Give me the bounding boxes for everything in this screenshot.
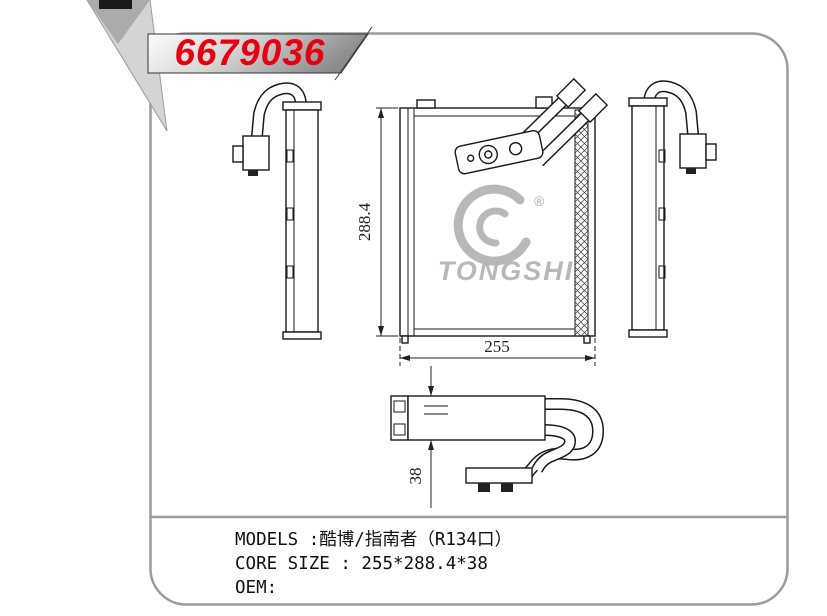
page-fold: [86, 0, 168, 132]
left-fitting-tab: [232, 145, 244, 163]
top-view-pipe-b-inner: [532, 425, 575, 473]
port-hole: [466, 154, 475, 162]
top-view-port-square: [393, 423, 406, 436]
right-pipe-fitting: [679, 133, 707, 169]
left-pipe-fitting: [242, 135, 270, 171]
port-bracket: [454, 129, 544, 175]
arrow-left-icon: [400, 355, 410, 361]
arrow-right-icon: [585, 355, 595, 361]
right-pipe-inner: [644, 81, 698, 135]
core-top-tab: [416, 99, 436, 109]
fold-clip-bar: [99, 0, 132, 9]
core-fin-hatch: [574, 109, 589, 337]
outlet-pipe-inner: [535, 106, 596, 166]
arrow-up-icon: [428, 440, 434, 450]
width-dimension: 255: [399, 337, 596, 366]
brand-swirl-icon: [453, 184, 531, 266]
flange-bolt: [501, 483, 513, 492]
swirl-inner-arc: [476, 207, 509, 247]
side-view-left: [232, 82, 322, 340]
inlet-outlet-pipes: [454, 77, 609, 175]
pipe-cap: [577, 92, 609, 124]
height-dimension-label: 288.4: [355, 202, 374, 241]
port-circle-small: [508, 141, 523, 156]
banner-slash: [334, 26, 373, 81]
core-top-tab: [535, 96, 553, 109]
brand-watermark: ® TONGSHI: [438, 184, 575, 286]
arrow-up-icon: [378, 108, 384, 118]
height-dimension: 288.4: [355, 107, 398, 337]
oem-text: OEM:: [235, 578, 277, 598]
right-tank-mark: [658, 207, 666, 221]
left-tank-bottom-cap: [282, 331, 322, 340]
top-view: [390, 395, 605, 492]
port-bracket-plate: [454, 129, 544, 175]
arrow-down-icon: [428, 386, 434, 396]
right-fitting-tab: [705, 143, 717, 161]
right-tank-top-cap: [628, 97, 668, 107]
frame-border: [149, 32, 789, 606]
core-foot: [401, 335, 409, 344]
port-circle-large: [478, 144, 498, 165]
flange-bolt: [478, 483, 490, 492]
arrow-down-icon: [378, 326, 384, 336]
top-view-flange: [465, 467, 533, 484]
pipe-cap: [555, 77, 587, 109]
width-dimension-label: 255: [484, 337, 510, 356]
brand-name-text: TONGSHI: [438, 256, 575, 286]
left-pipe-inner: [252, 83, 306, 137]
part-number-text: 6679036: [174, 32, 325, 73]
port-circle-large-inner: [484, 150, 493, 159]
models-text: MODELS :酷博/指南者（R134口）: [235, 530, 512, 550]
side-view-right: [628, 80, 717, 338]
left-fitting-port: [248, 170, 258, 176]
swirl-outer-arc: [453, 184, 531, 266]
right-fitting-port: [686, 168, 696, 174]
left-tank-mark: [286, 149, 294, 163]
depth-dimension-label: 38: [406, 468, 425, 485]
registered-mark: ®: [534, 193, 545, 209]
core-size-text: CORE SIZE : 255*288.4*38: [235, 554, 488, 574]
left-tank-top-cap: [282, 101, 322, 111]
front-view: [399, 77, 609, 344]
right-tank-mark: [658, 265, 666, 279]
spec-block: MODELS :酷博/指南者（R134口） CORE SIZE : 255*28…: [235, 530, 512, 598]
core-foot: [583, 335, 591, 344]
fold-shadow: [87, 0, 150, 44]
left-tank-mark: [286, 265, 294, 279]
depth-dimension: 38: [406, 366, 434, 508]
left-tank: [285, 109, 319, 333]
top-view-port-square: [393, 400, 406, 413]
right-tank-mark: [658, 149, 666, 163]
part-number-banner: 6679036: [147, 26, 373, 81]
banner-shape: [147, 33, 369, 74]
top-view-body: [407, 395, 546, 441]
left-tank-mark: [286, 207, 294, 221]
right-tank-bottom-cap: [628, 329, 668, 338]
